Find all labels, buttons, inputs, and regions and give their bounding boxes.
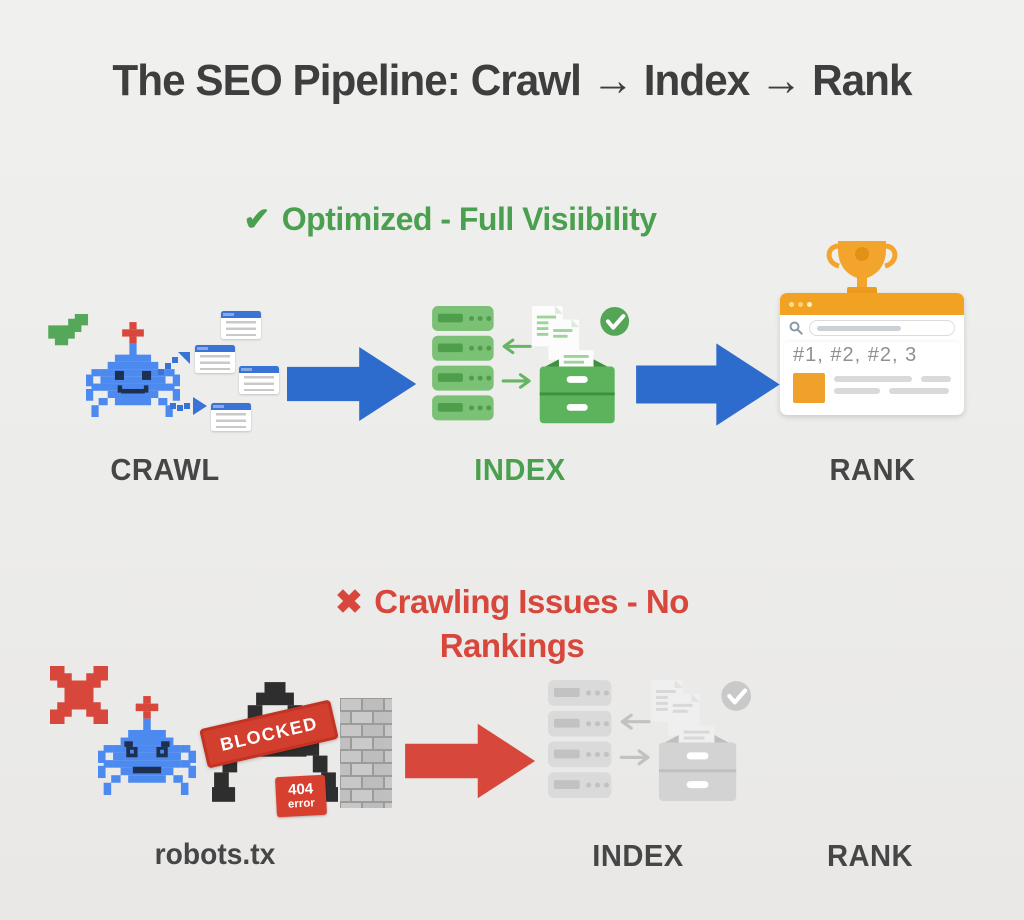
trophy-icon	[826, 241, 898, 295]
pixel-check-icon	[48, 314, 89, 346]
crawl-label: CRAWL	[110, 452, 220, 487]
optimized-heading-text: Optimized - Full Visiibility	[281, 201, 657, 237]
webpage-card	[211, 403, 251, 431]
webpage-card-lines	[226, 321, 256, 336]
webpage-card	[195, 345, 235, 373]
index-label-disabled: INDEX	[592, 838, 684, 873]
webpage-card-lines	[216, 413, 246, 428]
pixel-arrow-icon	[158, 352, 190, 375]
optimized-heading: ✔ Optimized - Full Visiibility	[0, 200, 900, 238]
error-word: error	[287, 797, 316, 811]
browser-window: #1, #2, #2, 3	[780, 293, 964, 415]
webpage-card	[239, 366, 279, 394]
serp-result-row	[793, 373, 951, 403]
robots-txt-label: robots.tx	[154, 838, 276, 871]
webpage-card-header	[211, 403, 251, 410]
crawling-issues-text-line1: Crawling Issues - No	[374, 583, 689, 620]
crawler-spider-icon	[86, 322, 180, 417]
error-404-badge: 404 error	[274, 774, 328, 818]
pixel-arrow-icon	[170, 397, 207, 415]
window-dot-icon	[798, 301, 803, 307]
page-title: The SEO Pipeline: Crawl → Index → Rank	[112, 56, 912, 105]
index-cluster-disabled-icon	[548, 680, 756, 807]
browser-search-row	[780, 315, 964, 339]
serp-panel: #1, #2, #2, 3	[784, 342, 960, 405]
rank-label-disabled: RANK	[826, 838, 914, 873]
webpage-card-lines	[200, 355, 230, 370]
cross-glyph-icon: ✖	[335, 583, 363, 620]
browser-titlebar	[780, 293, 964, 315]
window-dot-icon	[789, 301, 794, 307]
result-text-lines	[834, 373, 951, 403]
flow-arrow-icon	[636, 337, 784, 432]
pixel-cross-icon	[50, 666, 108, 724]
check-glyph-icon: ✔	[243, 201, 270, 237]
flow-arrow-icon	[405, 718, 539, 804]
search-text-bar	[817, 325, 901, 331]
brick-wall-icon	[340, 698, 392, 808]
crawling-issues-text-line2: Rankings	[439, 627, 585, 664]
webpage-card-lines	[244, 376, 274, 391]
search-icon	[789, 321, 803, 335]
rank-label: RANK	[829, 452, 916, 487]
index-label: INDEX	[474, 452, 566, 487]
crawling-issues-heading: ✖ Crawling Issues - No Rankings	[0, 580, 1024, 668]
index-cluster-icon	[432, 306, 634, 429]
result-thumbnail	[793, 373, 825, 403]
webpage-card	[221, 311, 261, 339]
serp-rankings-text: #1, #2, #2, 3	[793, 344, 918, 366]
webpage-card-header	[239, 366, 279, 373]
webpage-card-header	[195, 345, 235, 352]
search-input	[809, 320, 955, 336]
flow-arrow-icon	[287, 341, 420, 427]
error-code: 404	[287, 780, 314, 799]
webpage-card-header	[221, 311, 261, 318]
sad-crawler-spider-icon	[98, 696, 196, 795]
window-dot-icon	[807, 301, 812, 307]
